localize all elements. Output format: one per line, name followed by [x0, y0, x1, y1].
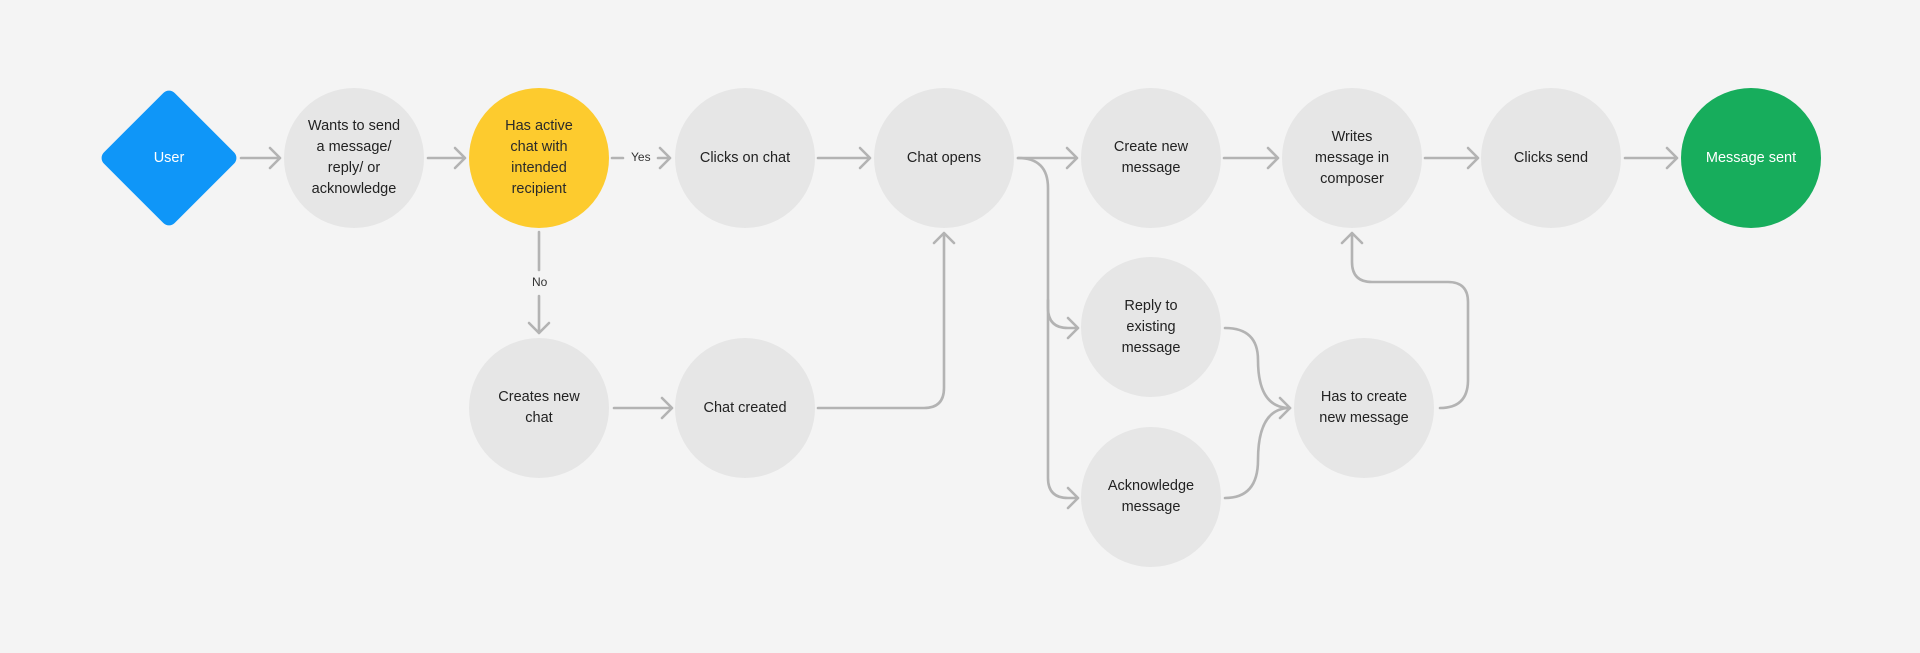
- node-has-to-create: Has to create new message: [1294, 338, 1434, 478]
- node-chat-created-label: Chat created: [703, 399, 787, 416]
- arrow-wants-to-decision: [426, 146, 467, 170]
- node-creates-new-chat-label: Creates new chat: [498, 389, 580, 426]
- start-node-user: User: [98, 87, 240, 229]
- start-node-label: User: [153, 150, 185, 166]
- decision-has-active-chat: Has active chat with intended recipient: [469, 88, 609, 228]
- arrow-created-to-opens: [816, 231, 956, 410]
- node-writes-message: Writes message in composer: [1282, 88, 1422, 228]
- node-clicks-send: Clicks send: [1481, 88, 1621, 228]
- end-node-message-sent: Message sent: [1681, 88, 1821, 228]
- end-node-message-sent-label: Message sent: [1705, 149, 1797, 166]
- arrow-reply-to-hascreate: [1223, 326, 1292, 420]
- node-create-new-message-label: Create new message: [1113, 139, 1189, 176]
- node-wants-to-send: Wants to send a message/ reply/ or ackno…: [284, 88, 424, 228]
- arrow-writes-to-send: [1423, 146, 1480, 170]
- node-chat-opens: Chat opens: [874, 88, 1014, 228]
- node-reply-existing: Reply to existing message: [1081, 257, 1221, 397]
- node-clicks-send-label: Clicks send: [1513, 149, 1589, 166]
- decision-has-active-chat-label: Has active chat with intended recipient: [505, 118, 573, 197]
- node-has-to-create-label: Has to create new message: [1319, 389, 1409, 426]
- edge-label-no: No: [529, 274, 551, 290]
- node-acknowledge-message-label: Acknowledge message: [1107, 478, 1195, 515]
- arrow-opens-to-ack: [1046, 298, 1080, 510]
- edge-label-yes: Yes: [628, 149, 654, 165]
- arrow-user-to-wants: [239, 146, 282, 170]
- node-clicks-on-chat-label: Clicks on chat: [699, 149, 791, 166]
- node-acknowledge-message: Acknowledge message: [1081, 427, 1221, 567]
- arrow-decision-yes: [610, 146, 672, 170]
- node-chat-opens-label: Chat opens: [906, 149, 982, 166]
- node-wants-to-send-label: Wants to send a message/ reply/ or ackno…: [307, 118, 401, 197]
- node-chat-created: Chat created: [675, 338, 815, 478]
- arrow-send-to-sent: [1623, 146, 1679, 170]
- arrow-hascreate-to-writes: [1340, 231, 1470, 410]
- node-reply-existing-label: Reply to existing message: [1121, 297, 1181, 356]
- node-writes-message-label: Writes message in composer: [1314, 128, 1390, 187]
- arrow-ack-to-hascreate: [1223, 406, 1292, 500]
- arrow-clicks-to-opens: [816, 146, 872, 170]
- node-clicks-on-chat: Clicks on chat: [675, 88, 815, 228]
- arrow-create-to-writes: [1222, 146, 1280, 170]
- node-creates-new-chat: Creates new chat: [469, 338, 609, 478]
- arrow-creates-to-created: [612, 396, 674, 420]
- arrow-decision-no-b: [527, 294, 551, 335]
- node-create-new-message: Create new message: [1081, 88, 1221, 228]
